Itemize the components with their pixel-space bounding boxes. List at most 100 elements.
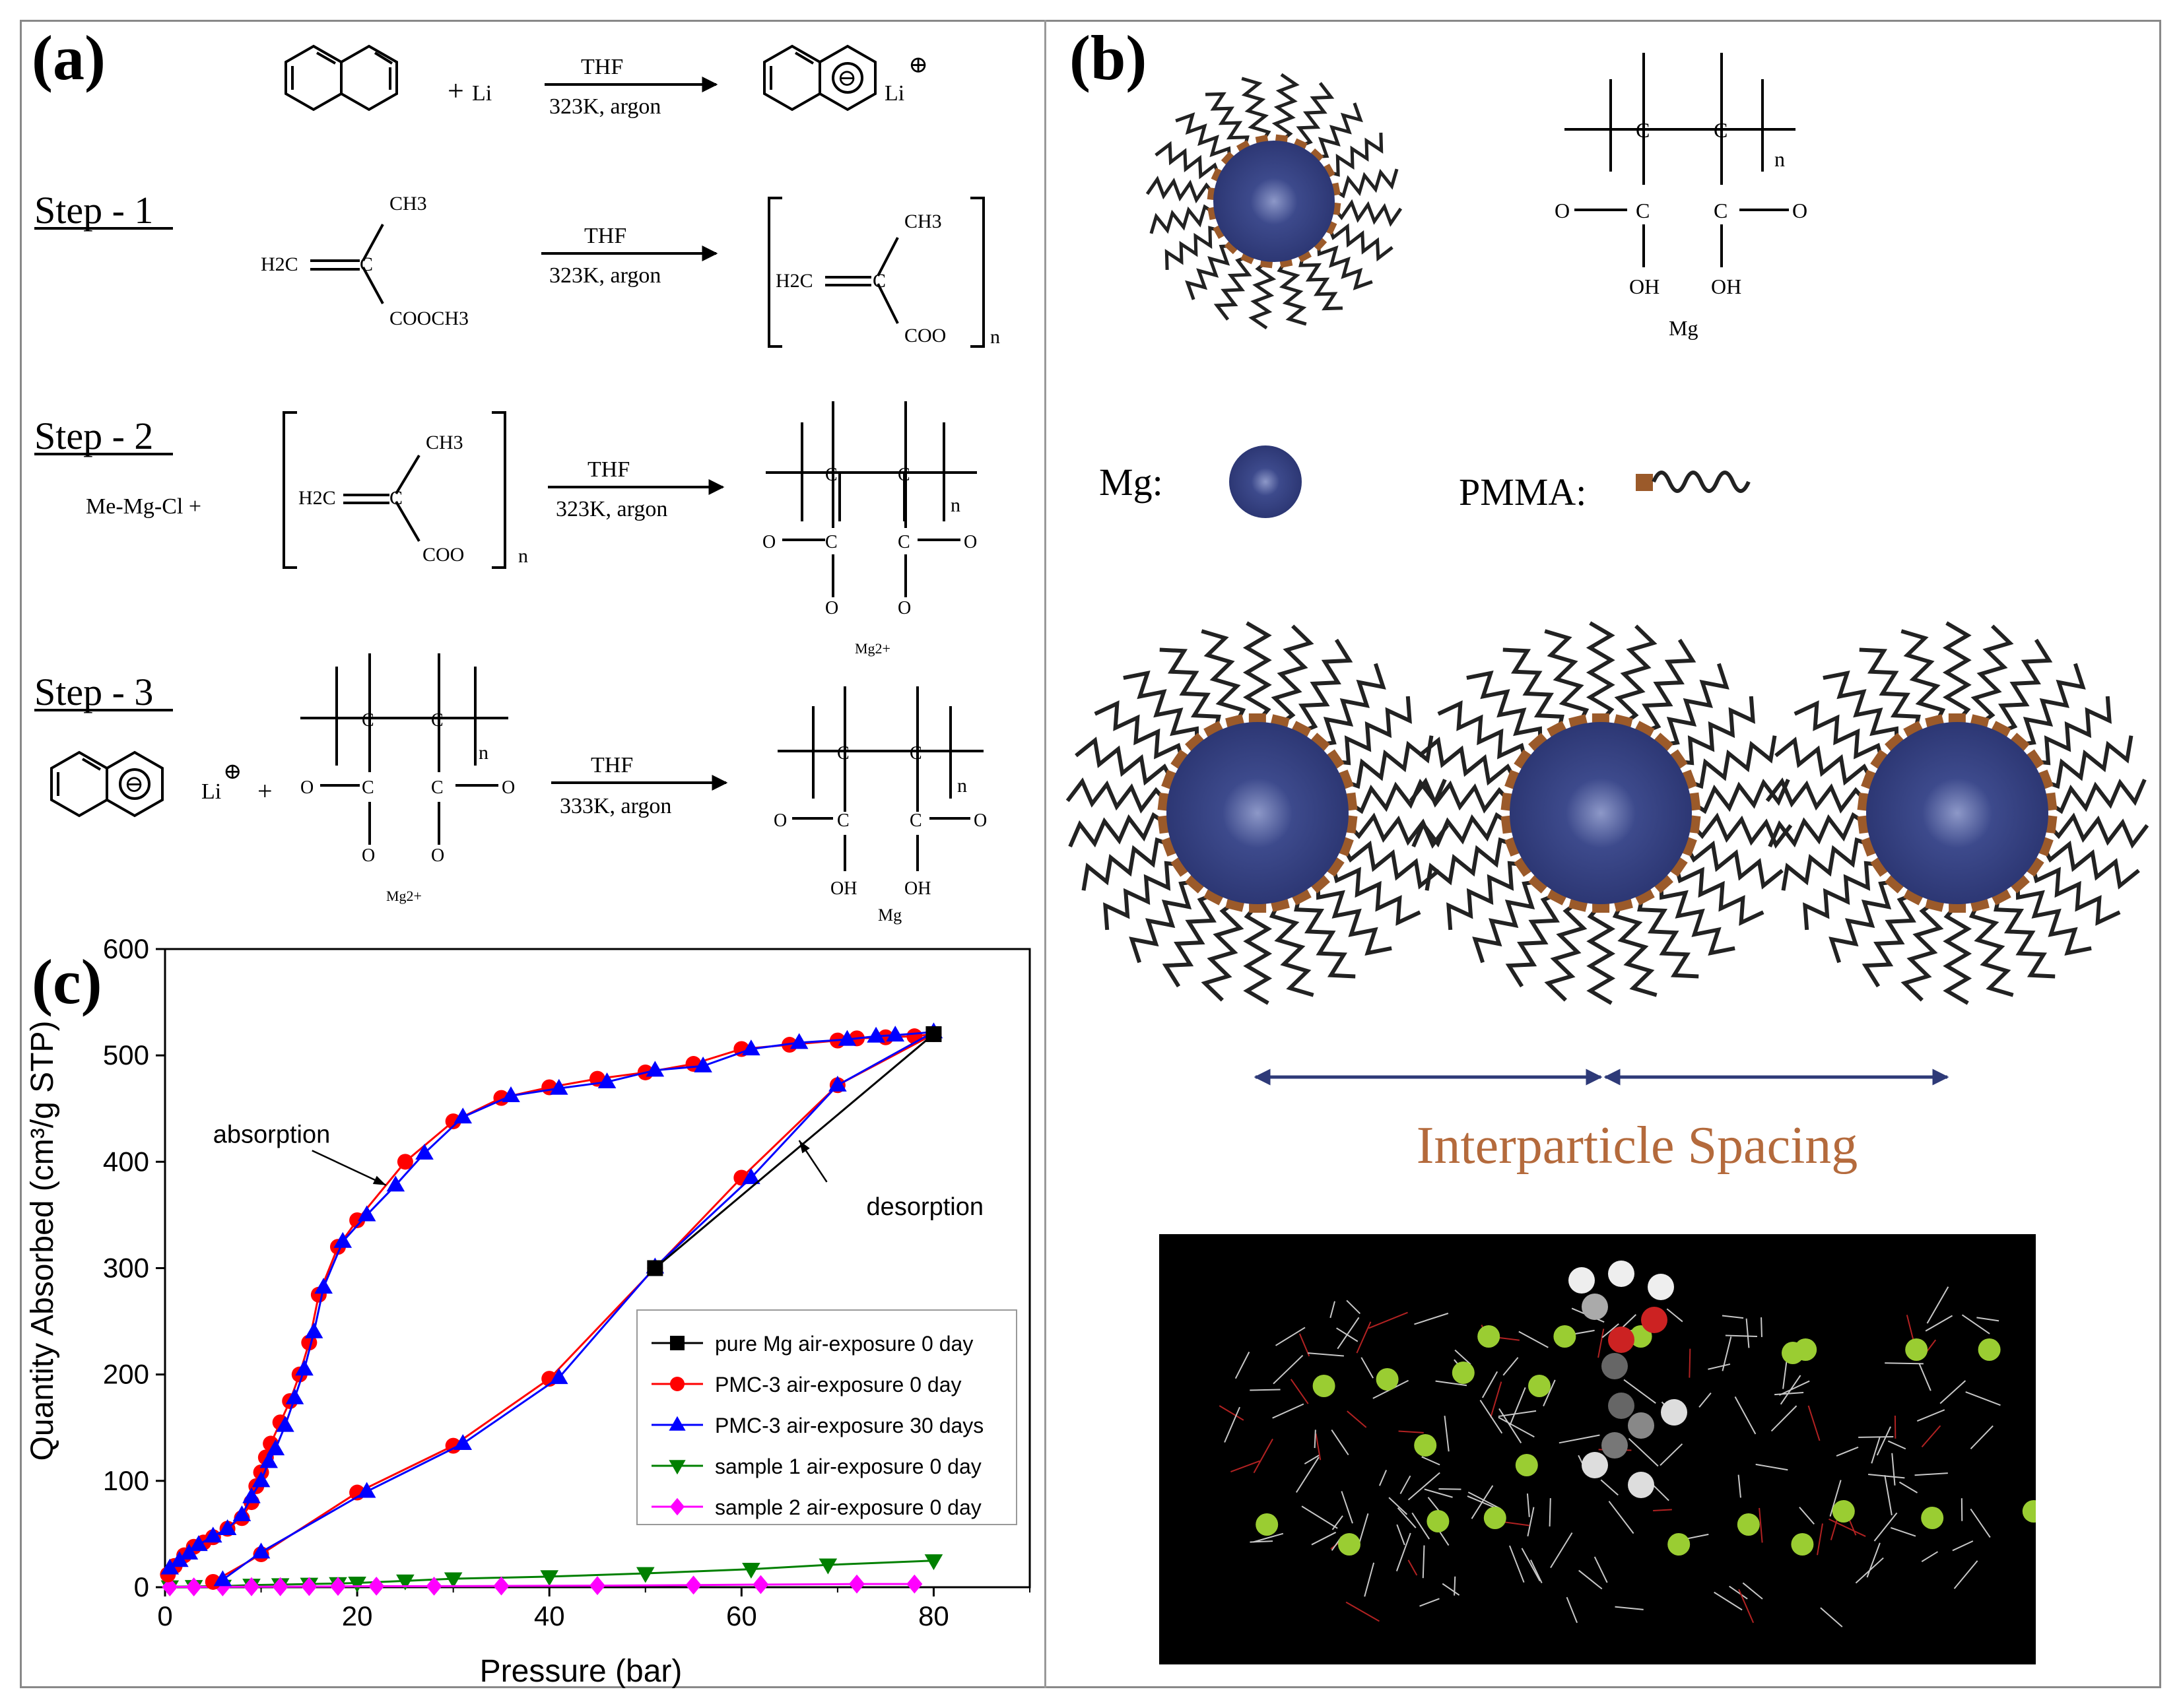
pmma-chain bbox=[1298, 253, 1343, 311]
mg-atom bbox=[1414, 1434, 1437, 1457]
bond-stick bbox=[1424, 1488, 1453, 1498]
oxygen-label: O bbox=[1792, 199, 1807, 222]
mg-atom bbox=[1667, 1533, 1691, 1556]
pmma-chain bbox=[2032, 696, 2112, 766]
bond-stick bbox=[1396, 1524, 1405, 1546]
pmma-chain bbox=[1333, 199, 1403, 227]
pmma-chain bbox=[1998, 638, 2053, 735]
pmma-chain bbox=[1612, 900, 1658, 997]
bond-stick bbox=[1921, 1425, 1941, 1448]
mg-atom bbox=[1921, 1507, 1944, 1529]
conditions-label: 323K, argon bbox=[549, 94, 661, 119]
data-point bbox=[242, 1487, 261, 1503]
y-tick-label: 300 bbox=[103, 1253, 149, 1284]
x-tick-label: 0 bbox=[157, 1600, 172, 1631]
pmma-chain bbox=[1472, 879, 1541, 964]
carbon-label: C bbox=[1636, 199, 1650, 222]
bond-stick bbox=[1219, 1405, 1244, 1421]
pmma-chain bbox=[2040, 840, 2140, 890]
reaction-scheme: + Li THF 323K, argon Li ⊕ ⊖ Step - 1 CH3… bbox=[34, 44, 1000, 925]
bond-stick bbox=[1311, 1531, 1337, 1546]
legend-label: sample 2 air-exposure 0 day bbox=[715, 1495, 982, 1519]
bond-stick bbox=[1234, 1352, 1250, 1379]
bond-stick bbox=[1698, 1392, 1712, 1408]
bond-stick bbox=[1419, 1598, 1440, 1607]
molecule-atom bbox=[1608, 1327, 1634, 1353]
bond-stick bbox=[1594, 1556, 1608, 1583]
magnesium-ion-label: Mg2+ bbox=[386, 888, 422, 904]
molecule-atom bbox=[1661, 1399, 1687, 1426]
bond-stick bbox=[1253, 1532, 1284, 1543]
pmma-chain bbox=[1081, 837, 1174, 891]
legend-entry: PMC-3 air-exposure 0 day bbox=[652, 1373, 961, 1396]
data-point bbox=[453, 1434, 473, 1451]
molecular-model-image bbox=[1159, 1234, 2045, 1664]
chart-series bbox=[160, 1022, 943, 1596]
carboxylate-label: COO bbox=[422, 544, 464, 566]
bond-stick bbox=[1253, 1438, 1273, 1474]
bond-stick bbox=[1498, 1408, 1522, 1444]
repeat-label: n bbox=[1774, 147, 1785, 171]
bond-stick bbox=[1799, 1507, 1815, 1525]
repeat-label: n bbox=[518, 545, 528, 567]
conditions-label: 323K, argon bbox=[549, 263, 661, 288]
carbon-label: C bbox=[1714, 118, 1728, 142]
mg-atom bbox=[1426, 1510, 1450, 1532]
pmma-chain bbox=[1659, 881, 1735, 956]
pmma-chain bbox=[1684, 840, 1784, 890]
legend-entry: pure Mg air-exposure 0 day bbox=[652, 1332, 973, 1356]
pmma-chain bbox=[1970, 624, 2014, 727]
pmma-chain bbox=[1829, 879, 1897, 964]
pmma-chain bbox=[1332, 696, 1412, 766]
bond-stick bbox=[1916, 1409, 1945, 1422]
data-point bbox=[285, 1388, 304, 1404]
pmma-chain bbox=[1315, 102, 1363, 159]
series-2 bbox=[160, 1022, 943, 1587]
carbon-label: C bbox=[837, 743, 850, 764]
data-point bbox=[838, 1030, 857, 1046]
pmma-chain bbox=[1201, 629, 1246, 726]
mg-atom bbox=[1477, 1325, 1500, 1348]
oxygen-label: O bbox=[762, 532, 776, 552]
molecule-atom bbox=[1582, 1452, 1608, 1478]
bond-stick bbox=[1608, 1501, 1634, 1534]
bond-stick bbox=[1976, 1317, 1999, 1322]
pmma-chain bbox=[1544, 900, 1588, 1002]
mg-pmma-particles bbox=[1065, 73, 2149, 1005]
data-point bbox=[694, 1056, 712, 1072]
oxygen-label: O bbox=[1555, 199, 1570, 222]
pmma-chain bbox=[1862, 892, 1916, 988]
bond-stick bbox=[1970, 1425, 1994, 1450]
bond-stick bbox=[1737, 1474, 1741, 1498]
hydroxyl-label: OH bbox=[904, 878, 931, 899]
bond-stick bbox=[1442, 1583, 1460, 1596]
bond-stick bbox=[1898, 1481, 1918, 1494]
repeat-label: n bbox=[951, 494, 960, 516]
pmma-chain bbox=[1675, 696, 1755, 766]
pmma-chain bbox=[1418, 737, 1518, 786]
molecule-atom bbox=[1601, 1353, 1628, 1379]
pmma-chain bbox=[1271, 624, 1314, 727]
data-point bbox=[244, 1577, 259, 1596]
bond-stick bbox=[1887, 1440, 1906, 1450]
x-tick-label: 20 bbox=[342, 1600, 373, 1631]
bond-stick bbox=[1921, 1551, 1939, 1562]
pmma-chain bbox=[1162, 892, 1217, 988]
hydroxyl-label: OH bbox=[1711, 275, 1741, 298]
data-point bbox=[160, 1558, 180, 1575]
bond-stick bbox=[1529, 1560, 1543, 1583]
data-point bbox=[397, 1154, 413, 1170]
bond-stick bbox=[1871, 1437, 1881, 1464]
pmma-chain bbox=[2030, 864, 2121, 926]
bond-stick bbox=[1738, 1589, 1755, 1624]
bond-stick bbox=[1770, 1405, 1797, 1432]
x-tick-label: 60 bbox=[726, 1600, 757, 1631]
lithium-label: Li bbox=[472, 81, 492, 106]
mg-atom bbox=[1515, 1454, 1538, 1476]
data-point bbox=[742, 1168, 760, 1185]
mg-sphere bbox=[1866, 722, 2048, 904]
bond-stick bbox=[1295, 1457, 1320, 1493]
pmma-chain bbox=[1466, 671, 1543, 745]
